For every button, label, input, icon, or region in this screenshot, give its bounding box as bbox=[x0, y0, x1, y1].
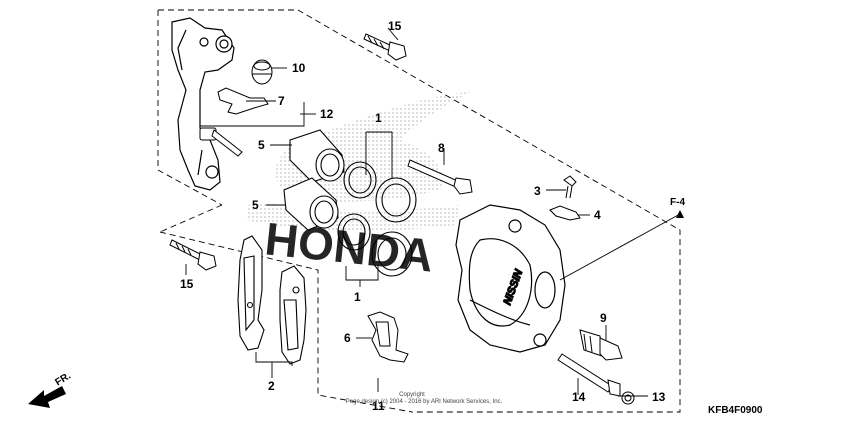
part-label-13: 13 bbox=[652, 390, 666, 404]
bleeder-3 bbox=[563, 175, 577, 199]
part-label-10: 10 bbox=[292, 61, 306, 75]
part-labels: 15 10 7 12 1 5 8 3 4 5 F-4 15 1 9 6 2 14… bbox=[180, 19, 685, 413]
boot-10 bbox=[251, 59, 273, 85]
part-label-1-bottom: 1 bbox=[354, 290, 361, 304]
copyright-line-2: Page design (c) 2004 - 2016 by ARI Netwo… bbox=[346, 399, 503, 405]
part-label-6: 6 bbox=[344, 331, 351, 345]
front-direction-indicator: FR. bbox=[28, 370, 73, 408]
bracket-bolt bbox=[199, 127, 243, 157]
part-label-12: 12 bbox=[320, 107, 334, 121]
part-label-7: 7 bbox=[278, 94, 285, 108]
front-arrow-icon bbox=[28, 386, 66, 408]
part-label-15-left: 15 bbox=[180, 277, 194, 291]
caliper-body: NISSIN bbox=[455, 204, 566, 353]
part-label-11: 11 bbox=[372, 399, 385, 413]
pad-spring-6 bbox=[367, 311, 409, 363]
diagram-code: KFB4F0900 bbox=[708, 405, 763, 416]
part-label-5-lower: 5 bbox=[252, 198, 259, 212]
reference-arrow-icon bbox=[676, 210, 684, 218]
leader-lines bbox=[185, 27, 681, 397]
cap-4 bbox=[549, 205, 581, 221]
plug-13 bbox=[621, 391, 635, 405]
pin-14 bbox=[557, 353, 621, 397]
pin-bolt-9 bbox=[579, 329, 623, 361]
front-direction-label: FR. bbox=[53, 370, 73, 388]
honda-wing-watermark: HONDA bbox=[245, 92, 470, 282]
piston-seals-1 bbox=[337, 161, 417, 277]
part-label-5-upper: 5 bbox=[258, 138, 265, 152]
brake-pad-2-front bbox=[237, 235, 265, 351]
bolt-15-top bbox=[363, 33, 407, 61]
part-label-8: 8 bbox=[438, 141, 445, 155]
part-label-14: 14 bbox=[572, 390, 586, 404]
bolt-15-left bbox=[169, 239, 217, 271]
part-label-9: 9 bbox=[600, 311, 607, 325]
piston-5-lower bbox=[283, 177, 339, 231]
brake-pad-2-rear bbox=[279, 265, 307, 365]
reference-label: F-4 bbox=[670, 197, 685, 208]
pin-8 bbox=[407, 159, 473, 195]
assembly-outline bbox=[157, 9, 681, 413]
part-label-2: 2 bbox=[268, 379, 275, 393]
part-label-15-top: 15 bbox=[388, 19, 402, 33]
caliper-bracket bbox=[171, 17, 235, 191]
copyright-line-1: Copyright bbox=[399, 392, 425, 398]
pad-spring-7 bbox=[217, 87, 269, 115]
part-label-1-top: 1 bbox=[375, 111, 382, 125]
part-label-4: 4 bbox=[594, 208, 601, 222]
piston-5-upper bbox=[289, 129, 345, 183]
part-label-3: 3 bbox=[534, 184, 541, 198]
